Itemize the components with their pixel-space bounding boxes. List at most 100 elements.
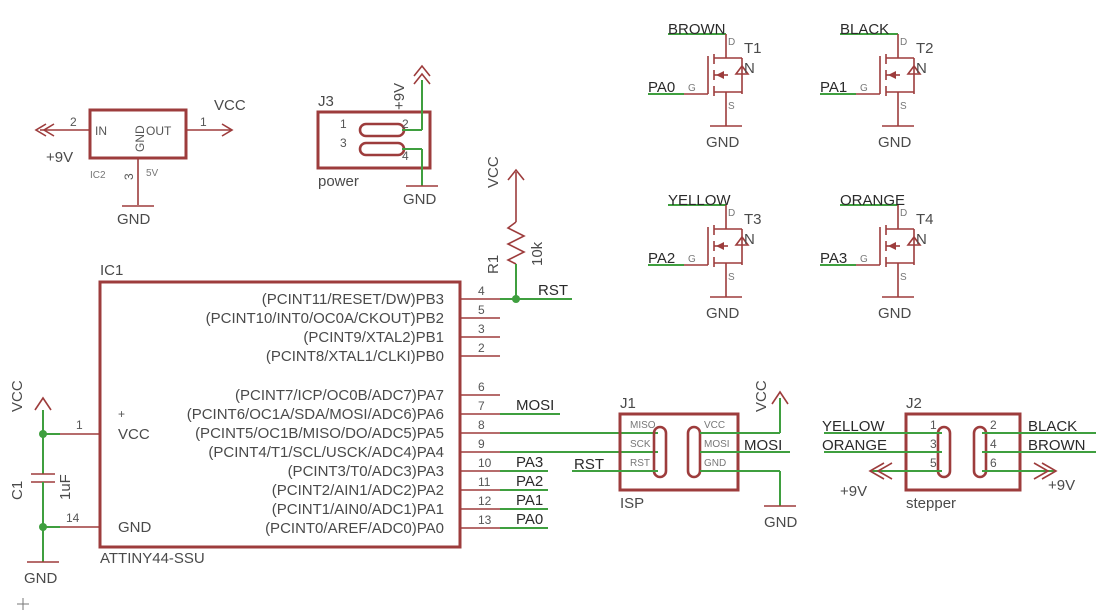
mosfet-diode-icon	[906, 64, 922, 75]
mosfet-gate-net-label: PA1	[820, 79, 847, 96]
resistor-r1[interactable]: R1 10k VCC	[485, 156, 546, 303]
c1-vcc-junction	[39, 430, 47, 438]
ic1-pin-number: 11	[478, 475, 491, 489]
regulator-value: 5V	[146, 168, 159, 179]
ic1-pin-label: (PCINT7/ICP/OC0B/ADC7)PA7	[235, 387, 444, 404]
voltage-regulator[interactable]: 2 1 IN OUT GND IC2 5V 3 VCC +9V GND	[34, 97, 246, 228]
j3-ref: J3	[318, 93, 334, 110]
ic1-pin-label: (PCINT8/XTAL1/CLKI)PB0	[266, 348, 444, 365]
ic1-ref: IC1	[100, 262, 123, 279]
net-label-mosi-j1: MOSI	[744, 437, 782, 454]
c1-gnd-junction	[39, 523, 47, 531]
ic1-pin-number: 4	[478, 284, 485, 298]
j3-body	[316, 110, 432, 170]
ic1-pin-label: (PCINT1/AIN0/ADC1)PA1	[272, 501, 444, 518]
ic1-pin-label: (PCINT10/INT0/OC0A/CKOUT)PB2	[206, 310, 444, 327]
j3-pin-2: 2	[402, 117, 409, 131]
microcontroller-ic1[interactable]: IC1 ATTINY44-SSU + VCC GND 1 14 (PCINT11…	[60, 262, 568, 567]
mosfet-type: N	[916, 231, 927, 248]
mosfet-diode-icon	[906, 235, 922, 246]
mosfet-source-letter: S	[728, 101, 735, 112]
ic1-pin-net-label: PA1	[516, 492, 543, 509]
mosfet-drivers: BROWNPA0T1NDGSGNDBLACKPA1T2NDGSGNDYELLOW…	[648, 21, 934, 322]
ic1-pin-net-label: RST	[538, 282, 568, 299]
net-label-gnd-regulator: GND	[117, 211, 151, 228]
regulator-pin-gnd-number: 3	[122, 173, 136, 180]
regulator-pin-in-number: 2	[70, 115, 77, 129]
mosfet-drain-letter: D	[728, 208, 735, 219]
ic1-pin-net-label: PA0	[516, 511, 543, 528]
mosfet-diode-icon	[734, 235, 750, 246]
vcc-arrow-r1	[507, 168, 525, 181]
isp-wiring	[500, 298, 658, 529]
mosfet-ref: T3	[744, 211, 762, 228]
net-label-yellow-j2: YELLOW	[822, 418, 885, 435]
c1-ref: C1	[9, 481, 26, 500]
net-label-orange-j2: ORANGE	[822, 437, 887, 454]
j1-label-gnd: GND	[704, 458, 726, 469]
mosfet-drain-net-label: BROWN	[668, 21, 726, 38]
j1-value: ISP	[620, 495, 644, 512]
ic1-pin-number: 5	[478, 303, 485, 317]
j3-pin-1: 1	[340, 117, 347, 131]
net-label-brown-j2: BROWN	[1028, 437, 1086, 454]
ic1-pin-label: (PCINT9/XTAL2)PB1	[303, 329, 444, 346]
mosfet-gate-letter: G	[688, 254, 696, 265]
mosfet-gnd-label: GND	[706, 134, 740, 151]
net-label-gnd-j3: GND	[403, 191, 437, 208]
j1-label-sck: SCK	[630, 439, 651, 450]
j2-pin-5: 5	[930, 456, 937, 470]
mosfet-ref: T4	[916, 211, 934, 228]
stepper-connector-j2[interactable]: 1 2 3 4 5 6 J2 stepper YELLOW ORANGE BLA…	[822, 395, 1096, 512]
mosfet-diode-icon	[734, 64, 750, 75]
capacitor-c1[interactable]: C1 1uF VCC GND	[9, 380, 74, 587]
regulator-out-label: OUT	[146, 124, 172, 138]
net-label-vcc-r1: VCC	[485, 156, 502, 188]
j3-pin-3: 3	[340, 136, 347, 150]
mosfet-drain-letter: D	[728, 37, 735, 48]
supply-9v-left-arrow	[34, 123, 55, 137]
mosfet-arrow-icon	[888, 242, 896, 250]
net-label-vcc-regulator: VCC	[214, 97, 246, 114]
net-label-gnd-c1: GND	[24, 570, 58, 587]
mosfet-drain-letter: D	[900, 37, 907, 48]
ic1-pin-label: (PCINT0/AREF/ADC0)PA0	[265, 520, 444, 537]
j2-ref: J2	[906, 395, 922, 412]
mosfet-gate-letter: G	[860, 83, 868, 94]
ic1-vcc-pin-number: 1	[76, 418, 83, 432]
mosfet-arrow-icon	[888, 71, 896, 79]
ic1-pin-number: 6	[478, 380, 485, 394]
net-label-9v-j3: +9V	[391, 83, 408, 110]
ic1-pin-label: (PCINT3/T0/ADC3)PA3	[288, 463, 444, 480]
mosfet-gnd-label: GND	[878, 305, 912, 322]
j2-value: stepper	[906, 495, 956, 512]
net-label-black-j2: BLACK	[1028, 418, 1077, 435]
mosfet-type: N	[744, 60, 755, 77]
mosfet-gate-net-label: PA3	[820, 250, 847, 267]
ic1-pin-number: 9	[478, 437, 485, 451]
mosfet-gnd-label: GND	[878, 134, 912, 151]
ic1-pin-label: (PCINT2/AIN1/ADC2)PA2	[272, 482, 444, 499]
ic1-pin-label: (PCINT6/OC1A/SDA/MOSI/ADC6)PA6	[187, 406, 444, 423]
supply-9v-j3-arrow	[413, 64, 431, 85]
net-label-vcc-c1: VCC	[9, 380, 26, 412]
mosfet-drain-letter: D	[900, 208, 907, 219]
r1-value: 10k	[529, 241, 546, 266]
net-label-9v-j2-right: +9V	[1048, 477, 1075, 494]
ic1-gnd-label: GND	[118, 519, 152, 536]
mosfet-drain-net-label: YELLOW	[668, 192, 731, 209]
power-connector-j3[interactable]: J3 power 1 2 3 4 +9V GND	[316, 64, 438, 208]
mosfet-arrow-icon	[716, 71, 724, 79]
j3-hole-1	[358, 122, 406, 138]
mosfet-source-letter: S	[900, 272, 907, 283]
isp-header-j1[interactable]: MISO VCC SCK MOSI RST GND J1 ISP VCC MOS…	[572, 380, 798, 531]
mosfet-gnd-label: GND	[706, 305, 740, 322]
ic1-pin-net-label: PA3	[516, 454, 543, 471]
j2-pin-6: 6	[990, 456, 997, 470]
j3-pin-4: 4	[402, 149, 409, 163]
